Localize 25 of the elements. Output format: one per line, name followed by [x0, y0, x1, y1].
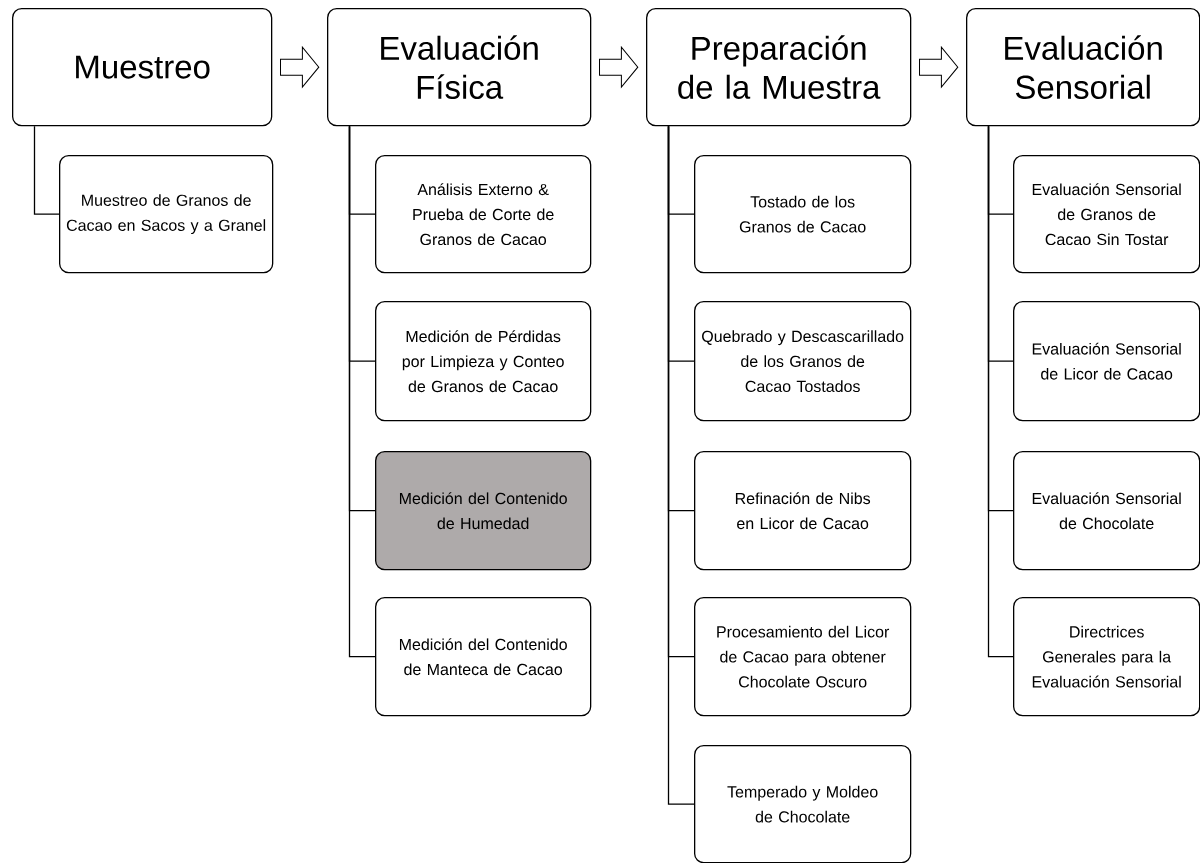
step-box: Tostado de los Granos de Cacao	[694, 155, 912, 274]
connector-line	[33, 125, 60, 215]
heading-box: Evaluación Sensorial	[966, 8, 1200, 127]
step-box: Muestreo de Granos de Cacao en Sacos y a Granel	[59, 155, 274, 274]
heading-box: Evaluación Física	[327, 8, 592, 127]
step-box: Evaluación Sensorial de Licor de Cacao	[1013, 301, 1200, 422]
step-box: Temperado y Moldeo de Chocolate	[694, 745, 912, 863]
heading-box: Preparación de la Muestra	[646, 8, 912, 127]
step-box: Medición del Contenido de Manteca de Cacao	[375, 597, 592, 717]
connector-line	[667, 125, 695, 805]
block-arrow	[280, 46, 320, 88]
step-box: Medición de Pérdidas por Limpieza y Conteo de Granos de Cacao	[375, 301, 592, 422]
connector-line	[348, 125, 376, 658]
step-box: Evaluación Sensorial de Chocolate	[1013, 451, 1200, 571]
step-box: Procesamiento del Licor de Cacao para obtener Chocolate Oscuro	[694, 597, 912, 717]
step-box: Quebrado y Descascarillado de los Granos de Cacao Tostados	[694, 301, 912, 422]
heading-box: Muestreo	[12, 8, 273, 127]
step-box: Refinación de Nibs en Licor de Cacao	[694, 451, 912, 571]
step-box: Análisis Externo & Prueba de Corte de Granos de Cacao	[375, 155, 592, 274]
block-arrow	[919, 46, 959, 88]
step-box: Evaluación Sensorial de Granos de Cacao Sin Tostar	[1013, 155, 1200, 274]
connector-line	[987, 125, 1014, 658]
block-arrow	[599, 46, 639, 88]
step-box: Medición del Contenido de Humedad	[375, 451, 592, 571]
step-box: Directrices Generales para la Evaluación Sensorial	[1013, 597, 1200, 717]
